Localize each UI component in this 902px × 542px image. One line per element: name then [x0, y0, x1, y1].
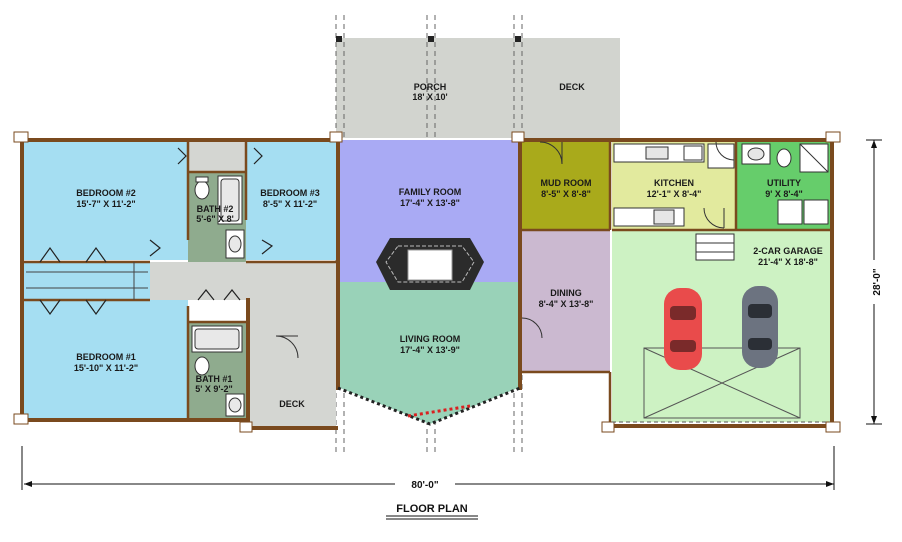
kitchen-fixtures	[613, 143, 735, 227]
kitchen-size: 12'-1" X 8'-4"	[647, 189, 702, 199]
utility-size: 9' X 8'-4"	[765, 189, 803, 199]
deck-left-area	[248, 300, 336, 428]
family-room-name: FAMILY ROOM	[399, 187, 462, 197]
deck-top-area	[518, 38, 620, 138]
dim-arrow-right	[826, 481, 834, 487]
garage-size: 21'-4" X 18'-8"	[758, 257, 818, 267]
log-ends	[13, 131, 841, 433]
car-grey-icon	[742, 286, 778, 368]
interior-walls	[24, 142, 830, 426]
bath-1-size: 5' X 9'-2"	[195, 384, 233, 394]
bay-window	[337, 386, 521, 426]
bedroom-1-name: BEDROOM #1	[76, 352, 136, 362]
porch-posts	[336, 36, 521, 42]
overall-depth-label: 28'-0"	[872, 268, 883, 295]
porch-name: PORCH	[414, 82, 447, 92]
deck-left-name: DECK	[279, 399, 305, 409]
closet-doors	[39, 147, 274, 316]
dining-size: 8'-4" X 13'-8"	[539, 299, 594, 309]
bath-2-fixtures	[194, 175, 245, 259]
mud-room-name: MUD ROOM	[541, 178, 592, 188]
garage-area	[612, 230, 830, 422]
living-room-size: 17'-4" X 13'-9"	[400, 345, 460, 355]
mud-room-size: 8'-5" X 8'-8"	[541, 189, 591, 199]
bath-2-name: BATH #2	[197, 204, 234, 214]
kitchen-name: KITCHEN	[654, 178, 694, 188]
dining-area	[522, 230, 610, 372]
plan-title: FLOOR PLAN	[396, 503, 468, 515]
bedroom-3-area	[246, 142, 336, 260]
living-room-area	[340, 282, 518, 424]
hall-area	[150, 262, 336, 300]
living-room-name: LIVING ROOM	[400, 334, 461, 344]
bedroom-3-name: BEDROOM #3	[260, 188, 320, 198]
bedroom-2-area	[24, 142, 188, 260]
utility-name: UTILITY	[767, 178, 801, 188]
doors	[275, 141, 735, 359]
dining-name: DINING	[550, 288, 582, 298]
bedroom-2-size: 15'-7" X 11'-2"	[76, 199, 135, 209]
bath-2-size: 5'-6" X 8'	[196, 214, 234, 224]
closet-rods	[26, 262, 148, 300]
bath-1-name: BATH #1	[196, 374, 233, 384]
deck-top-name: DECK	[559, 82, 585, 92]
closet-top	[188, 142, 246, 172]
dim-label-bg	[395, 477, 455, 491]
bath-1-fixtures	[191, 325, 245, 417]
hall-closets	[24, 262, 150, 300]
garage-door	[612, 347, 830, 423]
mud-room-area	[522, 142, 610, 230]
dim-arrow-bottom	[871, 416, 877, 424]
family-room-size: 17'-4" X 13'-8"	[400, 198, 460, 208]
dim-arrow-top	[871, 140, 877, 148]
exterior-walls	[20, 138, 834, 430]
bedroom-3-size: 8'-5" X 11'-2"	[263, 199, 317, 209]
garage-stairs	[695, 233, 735, 261]
dim-arrow-left	[24, 481, 32, 487]
utility-fixtures	[741, 143, 829, 225]
car-red-icon	[664, 288, 702, 370]
fireplace	[376, 238, 484, 290]
garage-name: 2-CAR GARAGE	[753, 246, 823, 256]
bedroom-2-name: BEDROOM #2	[76, 188, 136, 198]
porch-size: 18' X 10'	[412, 92, 447, 102]
overall-width-label: 80'-0"	[411, 480, 438, 491]
bedroom-1-size: 15'-10" X 11'-2"	[74, 363, 138, 373]
bedroom-1-area	[24, 300, 188, 418]
